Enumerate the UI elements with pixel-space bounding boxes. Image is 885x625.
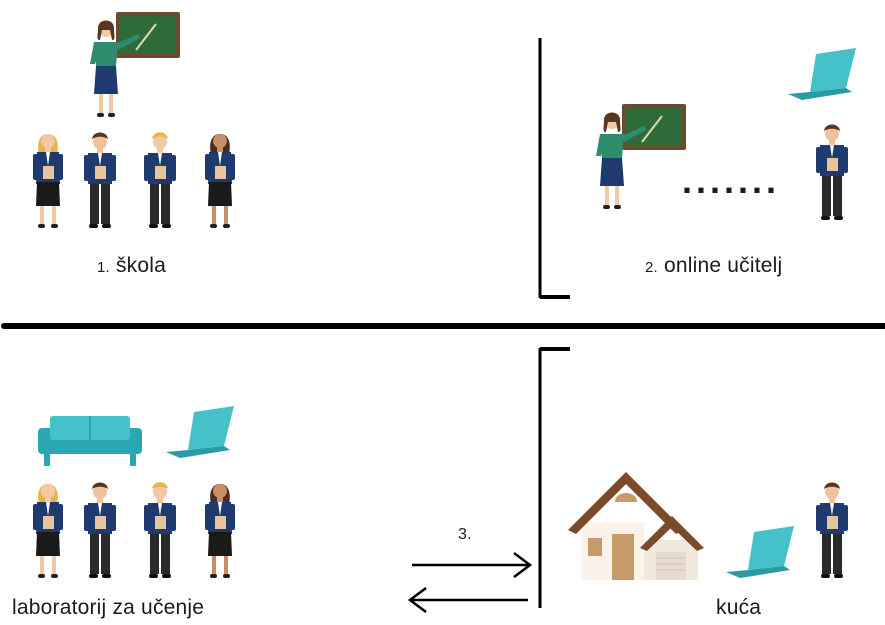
student-icon: [84, 482, 116, 578]
online-text: online učitelj: [663, 254, 783, 277]
student-icon: [816, 124, 848, 220]
online-number: 2.: [645, 259, 658, 276]
laptop-icon: [166, 406, 234, 458]
arrows-number: 3.: [458, 526, 472, 543]
student-icon: [33, 134, 63, 228]
laptop-icon: [788, 48, 856, 100]
student-icon: [144, 132, 176, 228]
connection-dots: .......: [682, 160, 781, 201]
student-icon: [205, 484, 235, 578]
laptop-icon: [726, 526, 794, 578]
student-icon: [84, 132, 116, 228]
arrow-left-icon: [407, 587, 528, 613]
house-icon: [568, 472, 704, 580]
lower-vertical-divider: [538, 347, 570, 608]
student-icon: [33, 484, 63, 578]
home-scene: [568, 472, 848, 580]
student-icon: [144, 482, 176, 578]
student-icon: [816, 482, 848, 578]
school-scene: [33, 11, 235, 228]
lab-scene: [33, 406, 235, 578]
school-label: 1. škola: [97, 254, 166, 278]
school-number: 1.: [97, 259, 110, 276]
home-label: kuća: [716, 596, 762, 619]
lab-label: laboratorij za učenje: [12, 596, 205, 619]
student-icon: [205, 134, 235, 228]
sofa-icon: [38, 416, 142, 466]
teacher-icon: [89, 11, 181, 118]
arrow-right-icon: [412, 552, 533, 578]
teacher-icon: [595, 103, 687, 210]
online-label: 2. online učitelj: [645, 254, 782, 278]
upper-vertical-divider: [538, 38, 570, 299]
school-text: škola: [115, 254, 166, 277]
